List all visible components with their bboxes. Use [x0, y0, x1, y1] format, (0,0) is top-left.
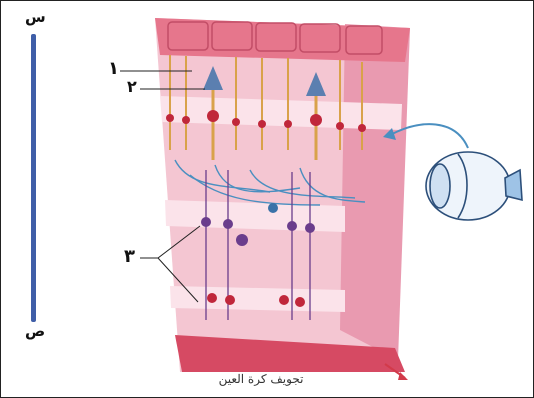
axis-bar	[31, 34, 36, 322]
band-3	[170, 286, 345, 312]
axis-top-label: س	[25, 8, 46, 26]
label-3: ٣	[124, 246, 135, 267]
horizontal-cell	[268, 203, 278, 213]
retina-side	[340, 24, 410, 360]
axis-bottom-label: ص	[25, 322, 45, 340]
label-2: ٢	[127, 77, 137, 96]
pigment-layer	[155, 18, 410, 62]
caption: تجويف كرة العين	[186, 372, 336, 386]
label-1: ١	[108, 58, 119, 79]
eye-icon	[426, 152, 522, 220]
